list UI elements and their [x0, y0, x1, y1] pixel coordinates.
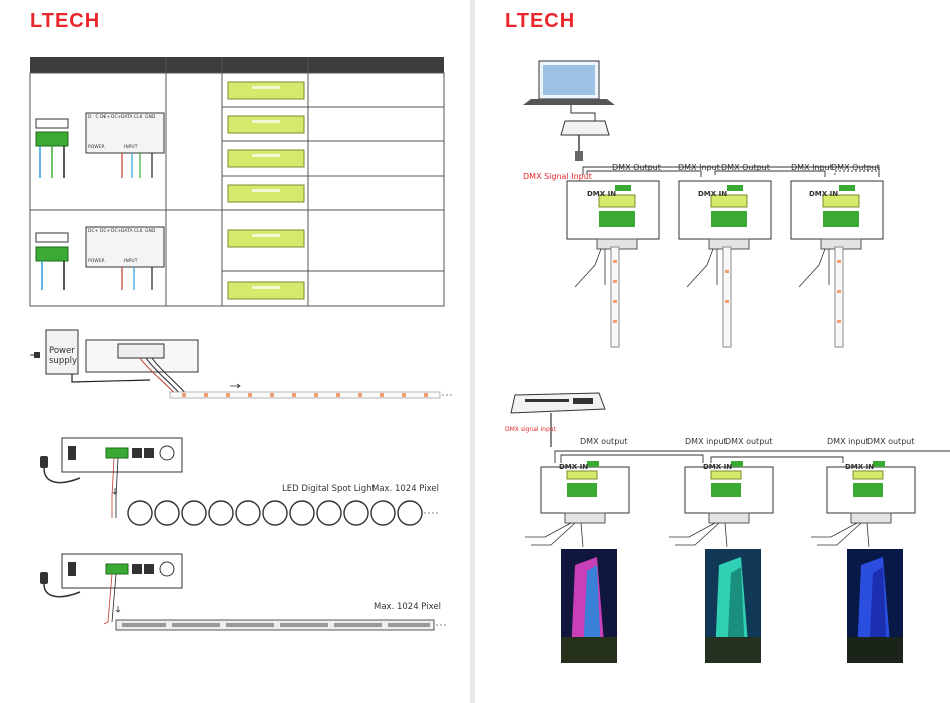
power-supply-label-2: supply [49, 356, 77, 366]
spot-light-label: LED Digital Spot Light [282, 484, 375, 494]
terminal-label-1c: DC+ [111, 115, 122, 120]
right-page: LTECH [475, 0, 950, 703]
left-page: LTECH [0, 0, 470, 703]
wiring-table [29, 57, 445, 307]
page-fold [470, 0, 475, 703]
chain2-label-3: DMX output [725, 437, 773, 446]
chain2-unit-title-2: DMX IN [703, 463, 733, 471]
terminal-label-2e: CLK [134, 229, 143, 234]
dmx-chain-2-diagram [510, 392, 950, 663]
chain2-label-4: DMX input [827, 437, 869, 446]
power-supply-label-1: Power [49, 346, 75, 356]
terminal-label-2f: GND [145, 229, 156, 234]
ltech-logo: LTECH [30, 10, 101, 32]
input-group-label-2: INPUT [124, 259, 138, 264]
building-photos [561, 549, 903, 663]
chain2-unit-title-1: DMX IN [559, 463, 589, 471]
lcd-screens [227, 81, 305, 300]
dmx-controllers-row-1 [566, 180, 884, 240]
spot-light-diagram [40, 437, 440, 526]
bar-light-max-pixel: Max. 1024 Pixel [374, 602, 441, 612]
chain1-unit-title-2: DMX IN [698, 190, 728, 198]
terminal-label-1f: GND [145, 115, 156, 120]
terminal-label-2c: DC+ [111, 229, 122, 234]
terminal-label-2d: DATA [121, 229, 133, 234]
chain1-label-3: DMX Output [721, 163, 770, 172]
input-group-label-1: INPUT [124, 145, 138, 150]
power-group-label-1: POWER [88, 145, 105, 150]
bar-light-diagram [40, 553, 448, 631]
terminal-label-2a: DC+ [88, 229, 99, 234]
dmx-chain-1-diagram [523, 60, 884, 348]
chain2-label-5: DMX output [867, 437, 915, 446]
chain2-signal-input: DMX signal input [505, 426, 556, 433]
chain1-label-5: DMX Output [831, 163, 880, 172]
terminal-label-1d: DATA [121, 115, 133, 120]
ltech-logo-right: LTECH [505, 10, 576, 32]
terminal-label-1b: DC+ [100, 115, 111, 120]
chain1-label-1: DMX Output [612, 163, 661, 172]
spot-lights [127, 500, 423, 526]
chain1-unit-title-1: DMX IN [587, 190, 617, 198]
terminal-label-2b: DC+ [100, 229, 111, 234]
chain2-unit-title-3: DMX IN [845, 463, 875, 471]
chain2-label-1: DMX output [580, 437, 628, 446]
chain1-unit-title-3: DMX IN [809, 190, 839, 198]
chain1-label-2: DMX Input [678, 163, 720, 172]
chain1-signal-input: DMX Signal Input [523, 172, 592, 181]
chain1-label-4: DMX Input [791, 163, 833, 172]
strip-wiring-diagram [30, 329, 452, 399]
terminal-label-1a: DC+ [88, 115, 111, 120]
terminal-label-1e: CLK [134, 115, 143, 120]
spot-light-max-pixel: Max. 1024 Pixel [372, 484, 439, 494]
power-group-label-2: POWER [88, 259, 105, 264]
chain2-label-2: DMX input [685, 437, 727, 446]
